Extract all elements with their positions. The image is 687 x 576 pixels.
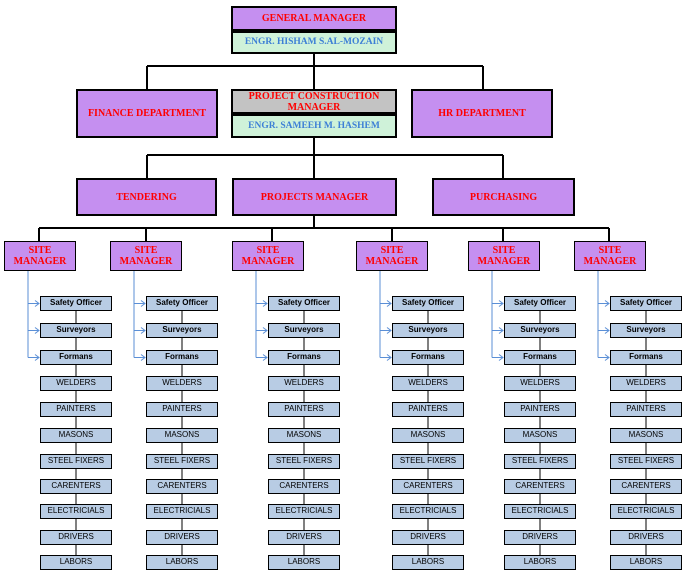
- role-box: PAINTERS: [146, 402, 218, 417]
- role-box: ELECTRICIALS: [504, 504, 576, 519]
- role-box: LABORS: [268, 555, 340, 570]
- role-box: Formans: [610, 350, 682, 365]
- role-box: ELECTRICIALS: [268, 504, 340, 519]
- role-box: CARENTERS: [268, 479, 340, 494]
- general-manager-name: ENGR. HISHAM S.AL-MOZAIN: [231, 31, 397, 54]
- role-box: PAINTERS: [40, 402, 112, 417]
- role-box: Formans: [40, 350, 112, 365]
- role-box: STEEL FIXERS: [392, 454, 464, 469]
- project-construction-manager-box: PROJECT CONSTRUCTION MANAGER: [231, 89, 397, 114]
- role-box: STEEL FIXERS: [40, 454, 112, 469]
- pcm-connector: [146, 138, 504, 178]
- role-box: Safety Officer: [610, 296, 682, 311]
- role-box: DRIVERS: [504, 530, 576, 545]
- role-box: MASONS: [268, 428, 340, 443]
- role-box: ELECTRICIALS: [146, 504, 218, 519]
- role-box: LABORS: [610, 555, 682, 570]
- role-box: WELDERS: [610, 376, 682, 391]
- role-box: CARENTERS: [610, 479, 682, 494]
- staff-connector: [255, 271, 268, 361]
- role-box: WELDERS: [268, 376, 340, 391]
- site-manager-box: SITE MANAGER: [4, 241, 76, 271]
- general-manager-box: GENERAL MANAGER: [231, 6, 397, 31]
- role-box: ELECTRICIALS: [610, 504, 682, 519]
- hr-department-box: HR DEPARTMENT: [411, 89, 553, 138]
- role-box: WELDERS: [504, 376, 576, 391]
- site-manager-box: SITE MANAGER: [356, 241, 428, 271]
- purchasing-box: PURCHASING: [432, 178, 575, 216]
- role-box: Safety Officer: [146, 296, 218, 311]
- role-box: CARENTERS: [504, 479, 576, 494]
- gm-connector: [146, 54, 484, 89]
- pm-connector: [38, 216, 610, 241]
- staff-connector: [379, 271, 392, 361]
- role-box: STEEL FIXERS: [146, 454, 218, 469]
- role-box: DRIVERS: [40, 530, 112, 545]
- role-box: DRIVERS: [268, 530, 340, 545]
- role-box: MASONS: [610, 428, 682, 443]
- site-manager-box: SITE MANAGER: [468, 241, 540, 271]
- role-box: STEEL FIXERS: [268, 454, 340, 469]
- role-box: MASONS: [146, 428, 218, 443]
- role-box: LABORS: [40, 555, 112, 570]
- site-manager-box: SITE MANAGER: [110, 241, 182, 271]
- role-box: PAINTERS: [268, 402, 340, 417]
- role-box: LABORS: [392, 555, 464, 570]
- role-box: Safety Officer: [40, 296, 112, 311]
- role-box: ELECTRICIALS: [392, 504, 464, 519]
- staff-connector: [133, 271, 146, 361]
- role-box: CARENTERS: [146, 479, 218, 494]
- role-box: CARENTERS: [40, 479, 112, 494]
- projects-manager-box: PROJECTS MANAGER: [232, 178, 397, 216]
- role-box: LABORS: [504, 555, 576, 570]
- role-box: Surveyors: [610, 323, 682, 338]
- tendering-box: TENDERING: [76, 178, 217, 216]
- role-box: STEEL FIXERS: [610, 454, 682, 469]
- role-box: WELDERS: [40, 376, 112, 391]
- site-manager-box: SITE MANAGER: [232, 241, 304, 271]
- role-box: MASONS: [392, 428, 464, 443]
- role-box: Formans: [146, 350, 218, 365]
- role-box: PAINTERS: [392, 402, 464, 417]
- role-box: MASONS: [504, 428, 576, 443]
- role-box: ELECTRICIALS: [40, 504, 112, 519]
- role-box: DRIVERS: [610, 530, 682, 545]
- role-box: Formans: [504, 350, 576, 365]
- role-box: Surveyors: [268, 323, 340, 338]
- role-box: MASONS: [40, 428, 112, 443]
- role-box: Safety Officer: [504, 296, 576, 311]
- role-box: DRIVERS: [392, 530, 464, 545]
- finance-department-box: FINANCE DEPARTMENT: [76, 89, 218, 138]
- role-box: Surveyors: [40, 323, 112, 338]
- role-box: Formans: [392, 350, 464, 365]
- role-box: Safety Officer: [268, 296, 340, 311]
- staff-connector: [27, 271, 40, 361]
- role-box: LABORS: [146, 555, 218, 570]
- role-box: Safety Officer: [392, 296, 464, 311]
- role-box: DRIVERS: [146, 530, 218, 545]
- role-box: PAINTERS: [504, 402, 576, 417]
- role-box: Surveyors: [504, 323, 576, 338]
- role-box: Surveyors: [392, 323, 464, 338]
- role-box: WELDERS: [392, 376, 464, 391]
- project-construction-manager-name: ENGR. SAMEEH M. HASHEM: [231, 114, 397, 138]
- staff-connector: [597, 271, 610, 361]
- role-box: PAINTERS: [610, 402, 682, 417]
- role-box: Formans: [268, 350, 340, 365]
- site-manager-box: SITE MANAGER: [574, 241, 646, 271]
- role-box: Surveyors: [146, 323, 218, 338]
- staff-connector: [491, 271, 504, 361]
- role-box: STEEL FIXERS: [504, 454, 576, 469]
- role-box: WELDERS: [146, 376, 218, 391]
- role-box: CARENTERS: [392, 479, 464, 494]
